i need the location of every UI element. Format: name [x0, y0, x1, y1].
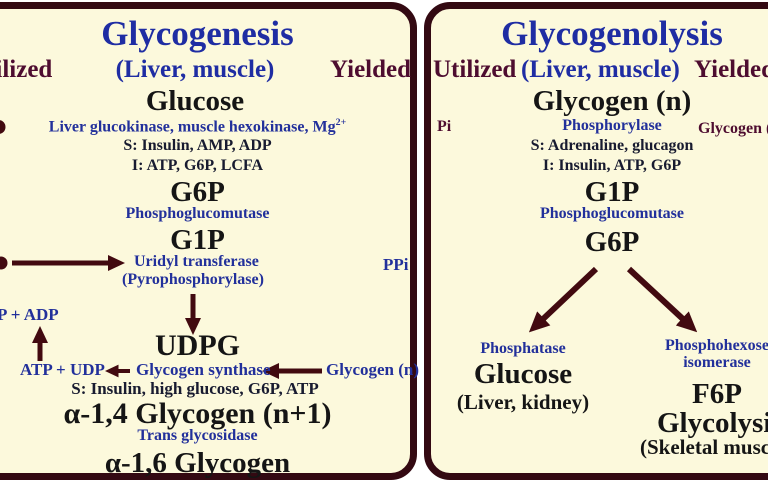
f6p-node: F6P	[692, 378, 742, 410]
phosphorylase-inhibitors: I: Insulin, ATP, G6P	[542, 157, 682, 174]
glucokinase-enzyme-label: Liver glucokinase, muscle hexokinase, Mg…	[0, 117, 395, 136]
g1p-node-right: G1P	[584, 176, 640, 208]
glycogenolysis-subtitle: (Liver, muscle)	[521, 56, 680, 83]
utilized-column-label: Utilized	[0, 56, 53, 83]
phosphatase-enzyme-label: Phosphatase	[480, 340, 566, 357]
glycogenesis-subtitle: (Liver, muscle)	[115, 56, 275, 83]
glycogen-n-substrate-label: Glycogen (n)	[326, 360, 420, 379]
glycogenesis-title: Glycogenesis	[101, 14, 294, 53]
udpg-node: UDPG	[155, 329, 240, 362]
g6p-node-right: G6P	[584, 226, 640, 258]
alpha-14-glycogen-node: α-1,4 Glycogen (n+1)	[63, 397, 332, 430]
phosphohexose-enzyme-label-line1: Phosphohexose	[664, 337, 768, 354]
phosphoglucomutase-enzyme-label-right: Phosphoglucomutase	[539, 205, 685, 222]
atp-udp-label: ATP + UDP	[20, 360, 105, 379]
glycogenolysis-panel	[424, 2, 768, 480]
glycogenolysis-title: Glycogenolysis	[501, 14, 723, 53]
phosphohexose-enzyme-label-line2: isomerase	[683, 354, 751, 371]
glycolysis-node: Glycolysis	[657, 407, 768, 439]
glycolysis-organ-note: (Skeletal muscle)	[640, 435, 768, 459]
utilized-column-label-right: Utilized	[433, 56, 517, 83]
phosphorylase-enzyme-label: Phosphorylase	[562, 117, 662, 134]
g1p-node: G1P	[170, 224, 225, 256]
mg-superscript: 2+	[335, 117, 347, 128]
pi-utilized-label: Pi	[437, 118, 452, 135]
glucokinase-enzyme-text: Liver glucokinase, muscle hexokinase, Mg	[48, 118, 336, 136]
trans-glycosidase-enzyme-label: Trans glycosidase	[137, 427, 258, 444]
utp-adp-yielded-label: P + ADP	[0, 305, 59, 324]
glucose-node: Glucose	[145, 85, 245, 117]
synthase-stimulators: S: Insulin, high glucose, G6P, ATP	[71, 379, 319, 398]
glycogen-synthase-enzyme-label: Glycogen synthase	[136, 360, 271, 379]
ppi-yielded-label: PPi	[383, 255, 409, 274]
phosphorylase-stimulators: S: Adrenaline, glucagon	[530, 137, 694, 154]
g6p-node: G6P	[170, 176, 225, 208]
glycogenesis-panel	[0, 2, 417, 480]
yielded-column-label: Yielded	[330, 56, 412, 83]
glycogen-n1-yielded-label: Glycogen (	[698, 120, 768, 137]
pyrophosphorylase-enzyme-label: (Pyrophosphorylase)	[122, 271, 264, 288]
alpha-16-glycogen-node: α-1,6 Glycogen	[104, 447, 291, 479]
glycogen-n-node: Glycogen (n)	[532, 85, 692, 117]
phosphoglucomutase-enzyme-label: Phosphoglucomutase	[125, 205, 270, 222]
yielded-column-label-right: Yielded	[694, 56, 768, 83]
glucose-node-right: Glucose	[473, 358, 573, 390]
glucokinase-stimulators: S: Insulin, AMP, ADP	[123, 137, 272, 154]
glucose-organ-note: (Liver, kidney)	[456, 390, 590, 414]
uridyl-transferase-enzyme-label: Uridyl transferase	[134, 253, 259, 270]
glucokinase-inhibitors: I: ATP, G6P, LCFA	[131, 157, 264, 174]
